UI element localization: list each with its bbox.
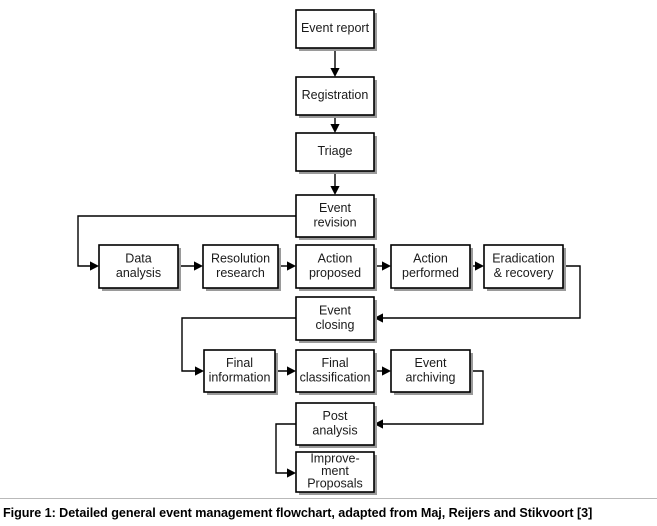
edge-arrowhead [374, 313, 383, 323]
edge-event_report-to-registration [330, 48, 340, 77]
node-label: Eradication& recovery [492, 252, 555, 281]
node-box[interactable] [295, 132, 375, 172]
edge-arrowhead [287, 366, 296, 376]
edge-line [77, 215, 296, 267]
figure-caption: Figure 1: Detailed general event managem… [3, 505, 593, 520]
edge-arrowhead [382, 261, 391, 271]
node-label: Event report [301, 21, 370, 35]
edge-event_revision-to-data_analysis [77, 215, 296, 271]
node-box[interactable] [295, 296, 375, 341]
edge-arrowhead [287, 261, 296, 271]
edge-event_archiving-to-post_analysis [374, 370, 484, 429]
edge-arrowhead [330, 186, 340, 195]
edge-line [377, 370, 484, 425]
node-box[interactable] [295, 402, 375, 446]
node-box[interactable] [202, 244, 279, 289]
edge-arrowhead [195, 366, 204, 376]
edge-arrowhead [194, 261, 203, 271]
edge-arrowhead [382, 366, 391, 376]
node-box[interactable] [295, 451, 375, 493]
node-box[interactable] [98, 244, 179, 289]
node-label: Triage [318, 144, 353, 158]
edge-arrowhead [287, 468, 296, 478]
node-box[interactable] [295, 244, 375, 289]
node-event_report[interactable]: Event report [295, 9, 377, 51]
edge-final_information-to-final_classification [275, 366, 296, 376]
edge-arrowhead [330, 124, 340, 133]
node-triage[interactable]: Triage [295, 132, 377, 174]
node-eradication_recovery[interactable]: Eradication& recovery [483, 244, 566, 291]
edge-post_analysis-to-improvement_proposals [275, 423, 296, 478]
node-registration[interactable]: Registration [295, 76, 377, 118]
edge-eradication_recovery-to-event_closing [374, 265, 581, 323]
edge-event_closing-to-final_information [181, 317, 296, 376]
node-box[interactable] [390, 349, 471, 393]
node-box[interactable] [295, 349, 375, 393]
figure-caption-bar: Figure 1: Detailed general event managem… [0, 498, 657, 526]
edge-triage-to-event_revision [330, 171, 340, 195]
edge-arrowhead [475, 261, 484, 271]
edge-arrowhead [330, 68, 340, 77]
node-box[interactable] [203, 349, 276, 393]
edges-layer [77, 48, 581, 478]
node-box[interactable] [295, 194, 375, 238]
node-box[interactable] [483, 244, 564, 289]
edge-data_analysis-to-resolution_research [178, 261, 203, 271]
edge-arrowhead [374, 419, 383, 429]
edge-line [181, 317, 296, 372]
edge-arrowhead [90, 261, 99, 271]
node-box[interactable] [390, 244, 471, 289]
node-box[interactable] [295, 76, 375, 116]
edge-line [275, 423, 296, 474]
node-box[interactable] [295, 9, 375, 49]
edge-line [377, 265, 581, 319]
node-label: Registration [302, 88, 369, 102]
